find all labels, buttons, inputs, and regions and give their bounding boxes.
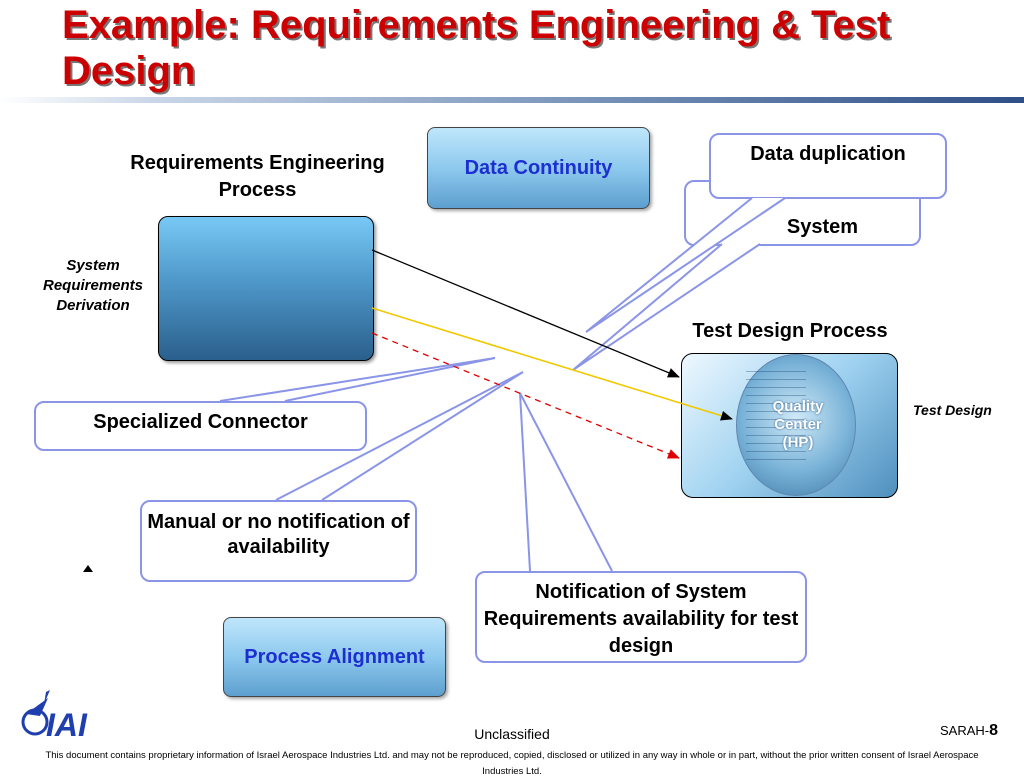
- system-requirements-pointer: [572, 243, 761, 371]
- slide-title: Example: Requirements Engineering & Test…: [62, 3, 891, 93]
- manual-notification-pointer: [275, 371, 524, 501]
- data-duplication-text: Data duplication: [750, 143, 906, 165]
- quality-center-logo: [736, 354, 856, 496]
- notification-availability-callout: Notification of System Requirements avai…: [475, 571, 807, 663]
- process-alignment-box: Process Alignment: [223, 617, 446, 697]
- specialized-connector-text: Specialized Connector: [93, 411, 308, 433]
- iai-logo: IAI: [21, 690, 88, 740]
- slide-number: SARAH-8: [940, 722, 998, 740]
- legal-notice: This document contains proprietary infor…: [45, 750, 979, 777]
- data-duplication-pointer: [585, 197, 786, 333]
- slide-prefix: SARAH-: [940, 723, 990, 738]
- specialized-connector-callout: Specialized Connector: [34, 401, 367, 451]
- quality-center-label: Quality Center (HP): [772, 398, 824, 451]
- specialized-connector-pointer: [219, 357, 496, 402]
- title-divider: [0, 97, 1024, 103]
- notification-availability-pointer: [519, 392, 613, 572]
- yellow-connector-line: [371, 307, 733, 421]
- system-requirements-derivation-label: System Requirements Derivation: [42, 257, 144, 314]
- iai-logo-text: IAI: [46, 707, 88, 740]
- slide-number-value: 8: [989, 722, 999, 739]
- data-continuity-box: Data Continuity: [427, 127, 650, 209]
- requirements-process-box: [158, 216, 374, 361]
- manual-notification-callout: Manual or no notification of availabilit…: [140, 500, 417, 582]
- test-design-process-heading: Test Design Process: [692, 320, 888, 342]
- red-dashed-connector-line: [371, 332, 680, 459]
- quality-center-box: Quality Center (HP): [681, 353, 898, 498]
- requirements-process-heading: Requirements Engineering Process: [130, 152, 385, 201]
- classification-label: Unclassified: [474, 726, 550, 742]
- system-requirements-text: System Requirements: [756, 216, 889, 244]
- manual-notification-text: Manual or no notification of availabilit…: [147, 511, 410, 558]
- test-design-side-label: Test Design: [913, 402, 992, 418]
- black-connector-line: [371, 249, 680, 378]
- quality-center-screen-lines: [746, 364, 806, 467]
- notification-availability-text: Notification of System Requirements avai…: [483, 581, 799, 657]
- small-triangle-marker: [83, 565, 93, 572]
- data-duplication-callout: Data duplication: [709, 133, 947, 199]
